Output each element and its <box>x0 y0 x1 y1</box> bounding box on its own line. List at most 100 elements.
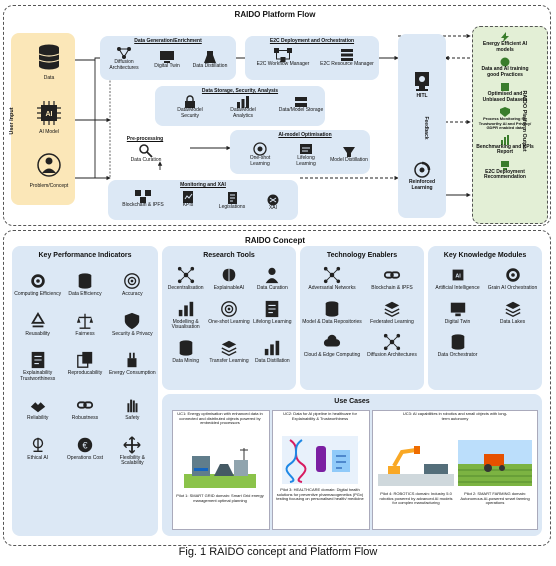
monitoring-icon <box>500 107 510 117</box>
uc1-text: UC1: Energy optimisation with enhanced d… <box>177 411 263 426</box>
robotics-illustration <box>378 446 454 486</box>
preprocessing-title: Pre-processing <box>126 136 164 142</box>
input-ai-model-label: AI Model <box>39 129 59 135</box>
reinforced-block: Reinforced Learning <box>400 161 444 191</box>
e2c-title: E2C Deployment and Orchestration <box>269 38 355 44</box>
svg-text:AI: AI <box>455 274 461 280</box>
hitl-block: HITL <box>400 72 444 100</box>
kpi-item: Fairness <box>61 312 108 338</box>
benchmark-icon <box>501 134 509 145</box>
arrows-icon <box>123 435 141 454</box>
concept-frame <box>3 230 551 546</box>
distillation-icon <box>204 51 216 63</box>
reinforced-learning-icon <box>414 161 431 178</box>
output-item: Data and AI training good Practices <box>476 57 534 78</box>
monitoring-item-legislations: Legislations <box>210 192 254 211</box>
kpi-item-label: Data Efficiency <box>68 291 102 297</box>
tech-enabler-item: Adversarial Networks <box>302 266 362 292</box>
monitoring-item-blockchain: Blockchain & IPFS <box>120 190 166 209</box>
tech-enabler-item: Model & Data Repositories <box>302 300 362 326</box>
knowledge-panel <box>428 246 542 390</box>
farming-illustration <box>458 440 532 486</box>
legislation-icon <box>228 192 237 204</box>
use-cases-title: Use Cases <box>334 398 370 405</box>
research-tool-item-label: Lifelong Learning <box>253 318 292 325</box>
resource-icon <box>341 49 353 61</box>
knowledge-module-item: Data Orchestrator <box>430 333 485 359</box>
chip-icon: AI <box>452 269 463 281</box>
doc-icon <box>266 300 279 317</box>
uc3-text: UC3: AI capabilities in robotics and sma… <box>402 411 508 421</box>
kpi-item-label: Reliability <box>26 415 49 421</box>
tech-enabler-item-label: Federated Learning <box>370 318 414 325</box>
storage-icon <box>295 97 307 107</box>
research-grid: Decentralisation ExplainableAI Data Curati… <box>164 266 294 364</box>
shield-icon <box>125 312 140 329</box>
research-tool-item: Transfer Learning <box>207 339 250 365</box>
tech-enabler-item-label: Model & Data Repositories <box>302 318 362 325</box>
output-panel <box>472 26 548 224</box>
data-gen-item-distillation: Data Distillation <box>188 50 232 70</box>
nodes-icon <box>177 266 194 284</box>
e2c-item-workflow: E2C Workflow Manager <box>252 48 314 68</box>
kpi-item-label: Accuracy <box>122 291 143 297</box>
research-tool-item-label: Decentralisation <box>167 285 204 291</box>
output-item: E2C Deployment Recommendation <box>476 160 534 181</box>
research-tool-item: ExplainableAI <box>207 266 250 292</box>
kpi-icon <box>183 191 193 203</box>
monitoring-item-xai: XAI <box>258 194 288 212</box>
figure-caption: Fig. 1 RAIDO concept and Platform Flow <box>178 546 378 558</box>
practices-icon <box>500 57 510 67</box>
one-shot-icon <box>253 142 267 156</box>
deployment-icon <box>501 160 509 170</box>
preproc-curation-label: Data Curation <box>130 157 162 163</box>
tech-enabler-item-label: Adversarial Networks <box>308 285 356 291</box>
kpi-item-label: Reusability <box>25 330 50 337</box>
ai-opt-item-distillation: Model Distillation <box>330 146 368 164</box>
chart-icon <box>178 301 193 316</box>
hitl-icon <box>415 72 429 91</box>
smart-grid-illustration <box>184 448 256 488</box>
monitoring-blockchain-label: Blockchain & IPFS <box>122 202 164 208</box>
data-generation-title: Data Generation/Enrichment <box>134 38 202 44</box>
research-tool-item-label: One-shot Learning <box>208 318 250 325</box>
knowledge-module-item-label: Data Orchestrator <box>437 352 478 358</box>
research-tool-item: Decentralisation <box>164 266 207 292</box>
kpi-title: Key Performance Indicators <box>38 252 132 259</box>
kpi-item-label: Ethical AI <box>27 454 49 461</box>
storage-item-storage: Data/Model Storage <box>278 96 324 114</box>
uc2-text: UC2: Data for AI pipeline in healthcare … <box>283 411 357 421</box>
tech-enabler-item: Diffusion Architectures <box>362 333 422 359</box>
knowledge-title: Key Knowledge Modules <box>443 252 527 259</box>
tech-enabler-item-label: Diffusion Architectures <box>367 352 417 358</box>
target-icon <box>124 273 141 289</box>
monitoring-kpis-label: KPIs <box>182 202 194 208</box>
energy-icon <box>501 32 509 42</box>
layers-icon <box>504 301 521 317</box>
knowledge-module-item-label: Grain AI Orchestration <box>487 285 538 291</box>
pilot2-text: Pilot 2: SMART FARMING domain: Autonomou… <box>460 491 530 506</box>
kpi-item: Energy Consumption <box>109 351 156 382</box>
research-tool-item-label: Data Curation <box>256 285 288 291</box>
kpi-item: Ethical AI <box>14 436 61 467</box>
chain-icon <box>76 401 94 409</box>
research-tool-item: Lifelong Learning <box>251 300 294 331</box>
xai-icon <box>267 194 279 206</box>
lifelong-icon <box>300 144 312 154</box>
doc-icon <box>31 351 44 369</box>
chain-icon <box>383 271 401 279</box>
research-tool-item-label: ExplainableAI <box>213 285 245 291</box>
kpi-item-label: Energy Consumption <box>108 370 156 376</box>
ai-opt-title: AI-model Optimisation <box>278 132 332 138</box>
kpi-item-label: Flexibility & Scalability <box>119 454 145 466</box>
storage-analytics-label: Data/Model Analytics <box>230 107 256 119</box>
uc3-robotics-image <box>378 440 454 486</box>
storage-title: Data Storage, Security, Analysis <box>201 88 279 94</box>
svg-text:AI: AI <box>46 111 53 118</box>
input-problem: Problem/Concept <box>24 152 74 190</box>
monitoring-item-kpis: KPIs <box>176 190 200 209</box>
platform-flow-title: RAIDO Platform Flow <box>234 10 316 19</box>
monitor-icon <box>450 302 465 316</box>
